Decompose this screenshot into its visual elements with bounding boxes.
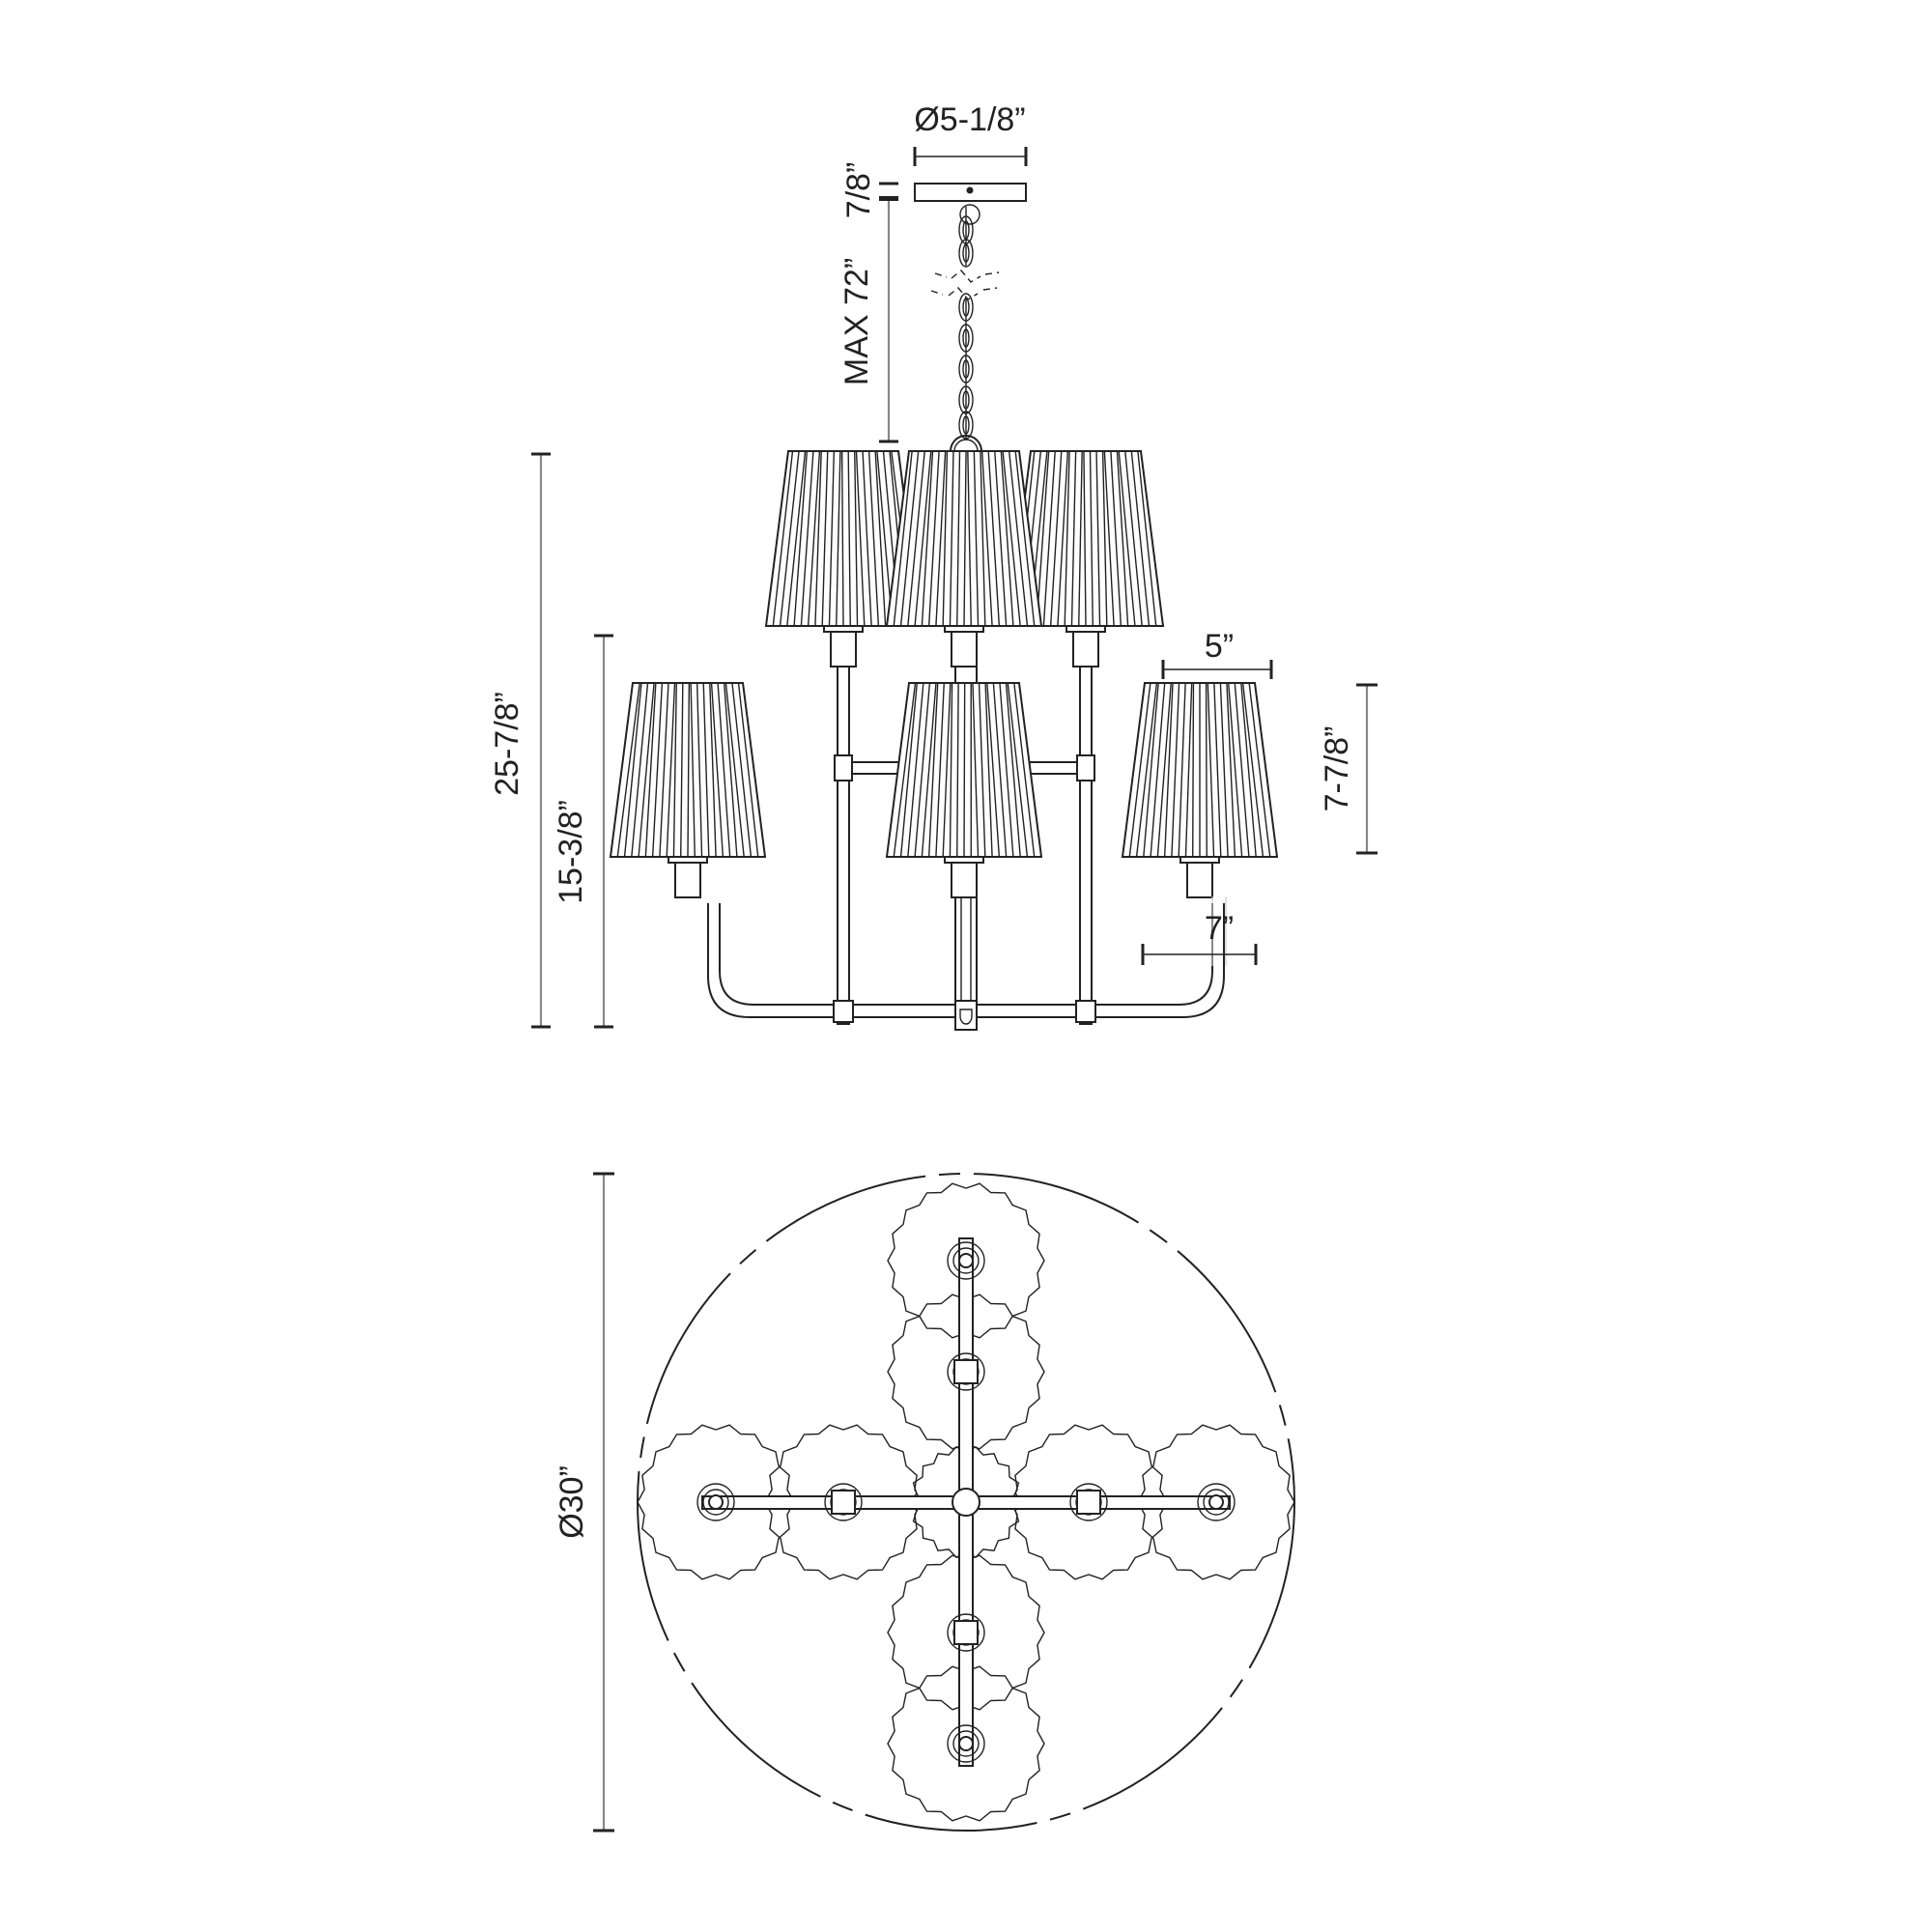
lower-tier-height-label: 15-3/8” [553,800,589,904]
dimension-shade-top-width: 5” [1161,628,1273,679]
socket [1186,862,1213,898]
dimension-shade-bottom-width: 7” [1141,896,1258,966]
canopy-diameter-label: Ø5-1/8” [914,101,1025,138]
chain-max-label: MAX 72” [838,258,875,385]
dimension-overall-height: 25-7/8” [489,452,551,1029]
lamp-shade [764,450,923,668]
plan-socket [824,1483,863,1521]
plan-shade-outline [887,1182,1045,1339]
shade-bottom-width-label: 7” [1205,910,1234,947]
canopy [914,183,1027,225]
dimension-canopy-height: 7/8” [840,162,898,219]
lamp-shade [609,682,767,898]
frame [707,666,1225,1031]
dimension-lower-tier-height: 15-3/8” [553,634,613,1029]
plan-socket [947,1724,985,1763]
canopy-height-label: 7/8” [840,162,877,219]
lamp-shade [885,450,1043,668]
socket [830,631,857,668]
plan-shades [637,1182,1295,1822]
dimension-shade-height: 7-7/8” [1319,683,1378,855]
chain [958,207,974,440]
socket [951,862,978,898]
socket [1072,631,1099,668]
plan-socket [947,1352,985,1391]
shade-height-label: 7-7/8” [1319,726,1355,812]
dimension-chain-max: MAX 72” [838,201,898,443]
elevation-view [609,183,1279,1031]
socket [674,862,701,898]
plan-socket [947,1613,985,1652]
plan-view [637,1173,1295,1832]
plan-socket [947,1241,985,1280]
plan-socket [1069,1483,1108,1521]
chain-break-mark [930,270,1000,300]
plan-arms [701,1237,1231,1767]
lamp-shade [885,682,1043,898]
shade-top-width-label: 5” [1205,628,1234,665]
plan-socket [696,1483,735,1521]
overall-diameter-label: Ø30” [554,1465,590,1539]
socket [951,631,978,668]
plan-shade-outline [887,1293,1045,1450]
plan-shade-outline [637,1424,795,1580]
shades [609,450,1279,898]
plan-socket [1197,1483,1236,1521]
overall-height-label: 25-7/8” [489,692,526,796]
plan-sockets [696,1241,1236,1763]
dimension-overall-diameter: Ø30” [554,1172,614,1833]
plan-shade-outline [887,1665,1045,1822]
hanging-loop [950,435,982,452]
lamp-shade [1121,682,1279,898]
plan-shade-outline [887,1554,1045,1711]
dimension-canopy-diameter: Ø5-1/8” [913,101,1028,166]
